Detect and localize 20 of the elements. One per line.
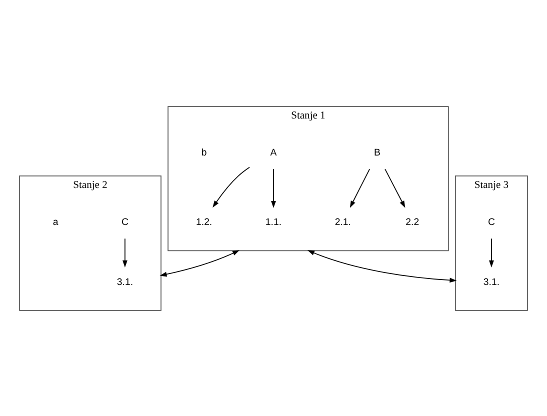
node-text: 2.1. bbox=[334, 216, 351, 228]
node-text: 1.2. bbox=[196, 216, 212, 228]
arrow bbox=[489, 238, 494, 267]
arrow bbox=[122, 238, 128, 267]
node-text: 3.1. bbox=[483, 276, 500, 288]
arrow bbox=[350, 168, 370, 208]
arrow bbox=[160, 250, 240, 276]
node-text: C bbox=[488, 216, 495, 228]
node-text: 2.2 bbox=[406, 216, 420, 228]
label: b bbox=[201, 147, 207, 158]
node-text: 1.1. bbox=[265, 216, 282, 228]
node-text: B bbox=[374, 147, 380, 158]
arrow bbox=[307, 250, 457, 282]
arrow bbox=[271, 168, 276, 208]
node-text: A bbox=[270, 147, 277, 158]
node-text: C bbox=[121, 216, 128, 228]
arrow bbox=[384, 168, 406, 208]
node-text: 3.1. bbox=[116, 276, 134, 288]
arrow bbox=[212, 166, 250, 208]
label: a bbox=[52, 216, 58, 228]
